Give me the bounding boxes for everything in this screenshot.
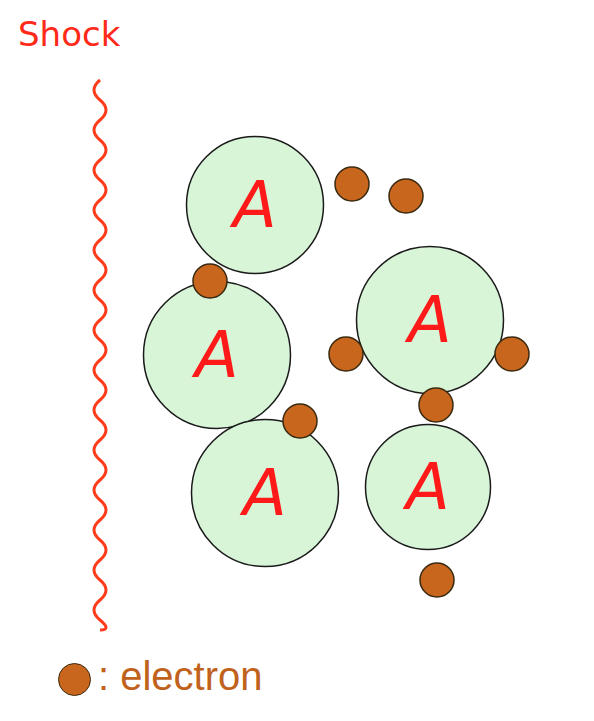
atom-circle: A (142, 280, 292, 430)
atom-label: A (355, 245, 505, 395)
legend-label: : electron (98, 654, 263, 699)
atom-circle: A (364, 423, 492, 551)
electron (495, 337, 529, 371)
electron (419, 388, 453, 422)
atom-label: A (142, 280, 292, 430)
shock-label: Shock (18, 14, 120, 54)
atom-shape (187, 137, 324, 274)
electron (335, 167, 369, 201)
atom-shape (192, 420, 339, 567)
electron (193, 264, 227, 298)
atom-shape (144, 282, 291, 429)
shock-wave-line (94, 80, 106, 630)
atom-circle: A (185, 135, 325, 275)
atom-shape (357, 247, 504, 394)
electron (389, 179, 423, 213)
legend-swatch (58, 663, 91, 696)
electron (283, 404, 317, 438)
atom-circle: A (355, 245, 505, 395)
atom-shape (366, 425, 491, 550)
atom-label: A (190, 418, 340, 568)
electron (420, 563, 454, 597)
atom-circle: A (190, 418, 340, 568)
atom-label: A (185, 135, 325, 275)
electron (329, 337, 363, 371)
atom-label: A (364, 423, 492, 551)
